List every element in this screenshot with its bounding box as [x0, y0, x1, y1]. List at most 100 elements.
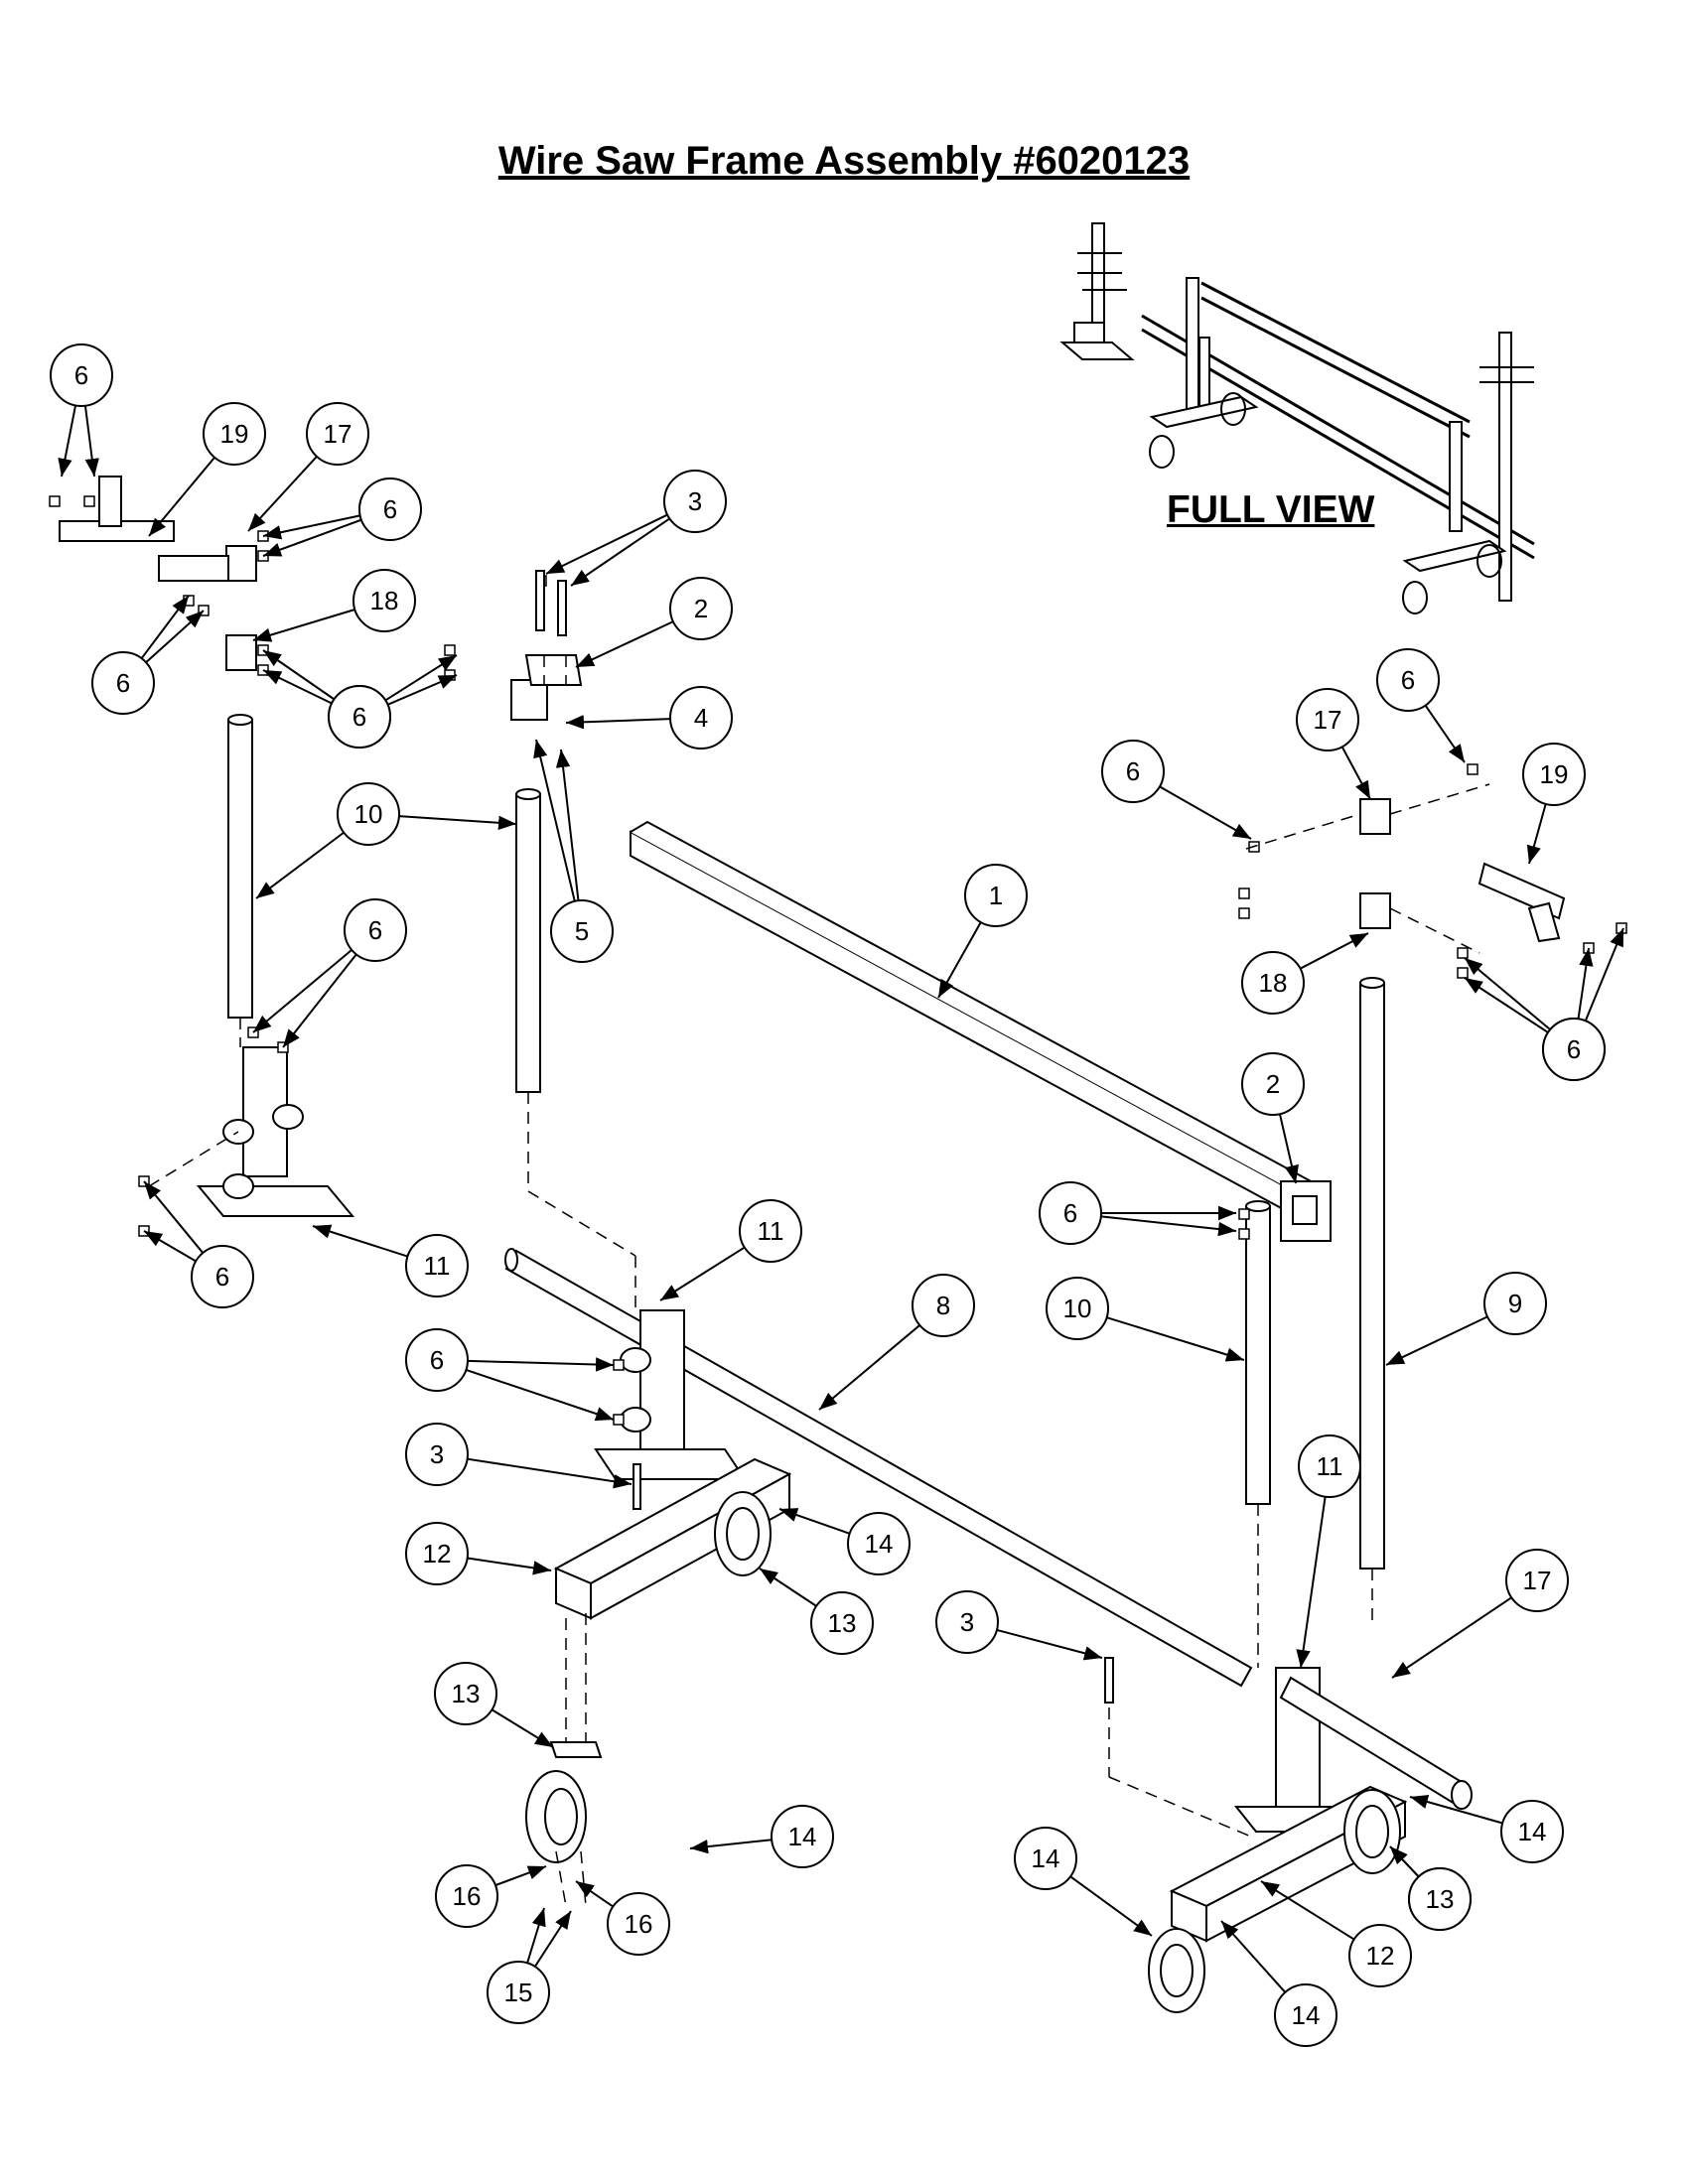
callout-number: 6 [430, 1345, 444, 1375]
leader-line [1340, 746, 1371, 800]
callout-bubble: 13 [434, 1662, 497, 1725]
part-9-tube [1359, 982, 1385, 1570]
callout-circle [771, 1805, 834, 1868]
callout-circle [405, 1522, 469, 1585]
leader-line [148, 457, 215, 537]
callout-bubble: 8 [912, 1274, 975, 1337]
callout-circle [1241, 951, 1305, 1015]
leader-line [759, 1568, 817, 1607]
leader-line [565, 715, 671, 730]
leader-line [575, 1880, 614, 1908]
callout-number: 6 [74, 360, 88, 390]
leader-line [1069, 1875, 1153, 1937]
callout-circle [669, 686, 733, 750]
callout-circle [1296, 688, 1359, 751]
callout-number: 18 [1259, 968, 1288, 998]
callout-number: 10 [354, 799, 383, 829]
leader-line [467, 1357, 615, 1372]
leader-line [1584, 927, 1624, 1022]
callout-bubble: 19 [203, 402, 266, 466]
callout-bubble: 14 [1500, 1800, 1564, 1863]
callout-bubble: 6 [1376, 648, 1440, 712]
callout-bubble: 3 [935, 1590, 999, 1654]
callout-number: 17 [1314, 705, 1342, 735]
callout-bubble: 14 [771, 1805, 834, 1868]
callout-circle [663, 470, 727, 533]
callout-bubble: 6 [91, 651, 155, 715]
callout-bubble: 2 [669, 577, 733, 640]
callout-number: 6 [368, 915, 382, 945]
callout-circle [1039, 1181, 1102, 1245]
callout-number: 10 [1063, 1294, 1092, 1323]
leader-line [526, 1907, 546, 1964]
callout-circle [669, 577, 733, 640]
callout-group: 6191761866324651066111766196186126109116… [50, 343, 1606, 2047]
leader-line [533, 739, 576, 902]
callout-bubble: 6 [50, 343, 113, 407]
callout-circle [434, 1662, 497, 1725]
callout-bubble: 12 [405, 1522, 469, 1585]
callout-bubble: 5 [550, 899, 614, 963]
callout-circle [405, 1423, 469, 1486]
callout-number: 3 [688, 486, 702, 516]
callout-number: 2 [1266, 1069, 1280, 1099]
callout-circle [337, 782, 400, 846]
callout-number: 15 [504, 1978, 533, 2007]
callout-number: 11 [758, 1216, 784, 1246]
leader-line [1106, 1316, 1245, 1362]
callout-number: 17 [324, 419, 352, 449]
callout-number: 13 [1426, 1884, 1455, 1914]
callout-bubble: 11 [739, 1199, 802, 1263]
callout-bubble: 3 [405, 1423, 469, 1486]
callout-circle [912, 1274, 975, 1337]
leader-line [312, 1224, 408, 1258]
leader-line [83, 405, 99, 478]
callout-bubble: 4 [669, 686, 733, 750]
callout-circle [1522, 743, 1586, 806]
callout-circle [1101, 740, 1165, 803]
callout-number: 6 [116, 668, 130, 698]
callout-circle [1505, 1549, 1569, 1612]
callout-bubble: 6 [405, 1328, 469, 1392]
callout-circle [344, 898, 407, 962]
leader-line [252, 609, 355, 642]
callout-number: 19 [220, 419, 249, 449]
leader-line [1389, 1845, 1420, 1878]
callout-bubble: 16 [607, 1892, 670, 1956]
callout-circle [1046, 1277, 1109, 1340]
leader-line [58, 405, 77, 478]
callout-number: 14 [788, 1822, 817, 1851]
callout-bubble: 18 [352, 569, 416, 632]
leader-line [575, 620, 674, 668]
callout-bubble: 1 [964, 864, 1028, 927]
leader-line [1100, 1215, 1237, 1237]
leader-line [387, 674, 458, 706]
callout-circle [487, 1961, 550, 2024]
full-view-illustration [1059, 222, 1535, 614]
callout-number: 17 [1523, 1566, 1552, 1595]
callout-bubble: 13 [1408, 1867, 1472, 1931]
callout-number: 3 [430, 1439, 444, 1469]
callout-number: 11 [424, 1251, 451, 1281]
callout-bubble: 9 [1483, 1272, 1547, 1335]
leader-line [1464, 957, 1551, 1030]
leader-line [398, 815, 517, 830]
callout-circle [810, 1591, 874, 1655]
callout-bubble: 14 [847, 1512, 911, 1575]
leader-line [1385, 1315, 1488, 1366]
callout-circle [1274, 1983, 1337, 2047]
leader-line [262, 518, 362, 557]
leader-line [533, 1910, 572, 1968]
leader-line [262, 669, 333, 705]
callout-bubble: 6 [191, 1245, 254, 1308]
callout-number: 13 [452, 1679, 481, 1708]
part-10-middle-tube [515, 793, 541, 1093]
leader-line [778, 1508, 851, 1535]
callout-bubble: 6 [358, 478, 422, 541]
callout-circle [964, 864, 1028, 927]
callout-bubble: 17 [306, 402, 369, 466]
callout-bubble: 13 [810, 1591, 874, 1655]
callout-circle [405, 1234, 469, 1297]
callout-bubble: 15 [487, 1961, 550, 2024]
